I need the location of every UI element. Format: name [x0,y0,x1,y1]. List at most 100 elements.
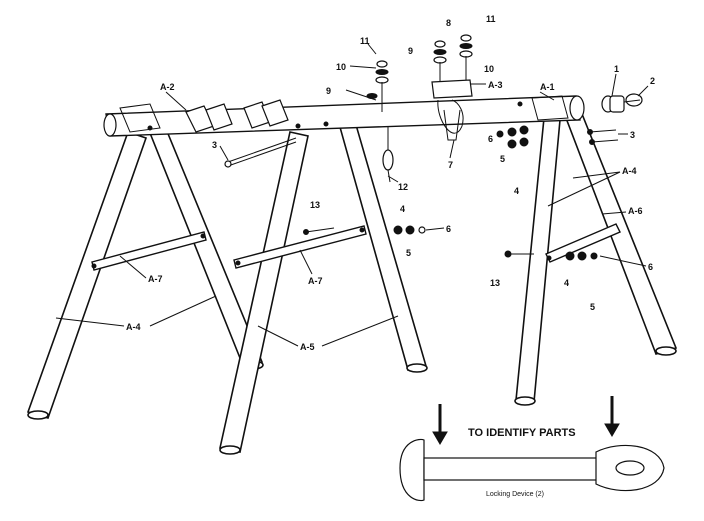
washer-9 [433,49,447,55]
leader-A4-right-2 [547,171,621,207]
right-frame-back-leg [564,113,678,355]
right-top-bracket [531,95,569,121]
leader-12 [387,175,399,183]
washer-4 [565,251,575,261]
carriage-bolt-3 [227,141,297,167]
beam-bolt [517,101,523,107]
label-4-right: 4 [564,278,569,288]
nut-6 [590,252,598,260]
carriage-bolt-3 [227,137,297,163]
leader-1 [611,73,617,97]
label-A7-left: A-7 [148,274,163,284]
leader-A4-left-2 [149,295,217,327]
label-10-top: 10 [484,64,494,74]
hook-7-loop [443,109,461,141]
label-13-right: 13 [490,278,500,288]
nut-11 [434,40,446,48]
locking-device-hole [615,460,645,476]
swing-hanger [205,103,233,131]
leader-10-left [349,65,377,69]
label-6-center: 6 [446,224,451,234]
beam-bolt [147,125,153,131]
left-top-bracket [119,103,161,133]
label-A3: A-3 [488,80,503,90]
left-frame-outer-leg [26,130,148,419]
label-8: 8 [446,18,451,28]
label-9-top: 9 [408,46,413,56]
label-4-cluster: 4 [514,186,519,196]
washer-4 [519,137,529,147]
bolt-13 [305,227,335,233]
leader-A7-center [299,249,313,275]
callout-caption: Locking Device (2) [486,491,544,498]
label-13-center: 13 [310,200,320,210]
beam-bolt [323,121,329,127]
label-7: 7 [448,160,453,170]
brace-bolt [546,255,552,261]
washer-4 [519,125,529,135]
snap-hook-12 [382,149,394,171]
beam-end-cap-left [103,113,117,137]
label-6-right: 6 [648,262,653,272]
leader-A1 [539,91,555,101]
nut-6 [418,226,426,234]
center-bracket-A3 [431,79,473,99]
washer-10 [459,43,473,49]
nut-11 [460,34,472,42]
beam-bolt [295,123,301,129]
label-11-left: 11 [360,36,370,46]
leader-11-left [367,43,377,55]
label-A4-right: A-4 [622,166,637,176]
label-1: 1 [614,64,619,74]
leader-9-left [345,89,377,101]
label-2: 2 [650,76,655,86]
label-A1: A-1 [540,82,555,92]
brace-bolt [200,233,206,239]
leader-A2 [165,91,187,111]
label-A4-left: A-4 [126,322,141,332]
leader-A6 [601,211,627,215]
brace-bolt [235,260,241,266]
snap-hook-tail [387,169,391,183]
leg-foot-cap [655,346,677,356]
eye-bolt-2 [625,93,643,107]
center-cross-brace [233,225,367,269]
label-5-cluster: 5 [500,154,505,164]
arrow-down-icon [432,431,448,445]
bolt-head [589,139,595,145]
label-A5: A-5 [300,342,315,352]
leader-A5-2 [321,315,399,347]
label-5-center: 5 [406,248,411,258]
washer-5 [507,139,517,149]
bolt-3 [591,139,619,143]
label-6-cluster: 6 [488,134,493,144]
center-frame-right-leg [336,117,428,371]
bolt-head [587,129,593,135]
leg-foot-cap [406,363,428,373]
leader-6-center [425,227,445,231]
leader-A7-left [119,255,147,279]
washer-5 [577,251,587,261]
end-cap-1-body [609,95,625,113]
locking-device-callout: TO IDENTIFY PARTS Locking Device (2) [399,396,665,502]
arrow-down-icon [604,423,620,437]
center-frame-left-leg [219,131,309,453]
swing-hanger [261,99,289,127]
leader-A4-left [55,317,125,327]
leg-foot-cap [27,410,49,420]
label-A2: A-2 [160,82,175,92]
label-11-top: 11 [486,14,496,24]
leader-2 [637,85,649,97]
label-12: 12 [398,182,408,192]
washer-10 [375,69,389,75]
label-A7-center: A-7 [308,276,323,286]
leader-A5 [257,325,299,347]
nut-11 [376,60,388,68]
label-3-right: 3 [630,130,635,140]
washer-5 [507,127,517,137]
callout-title: TO IDENTIFY PARTS [468,427,576,439]
leader-6-right [599,255,647,267]
washer-4 [393,225,403,235]
